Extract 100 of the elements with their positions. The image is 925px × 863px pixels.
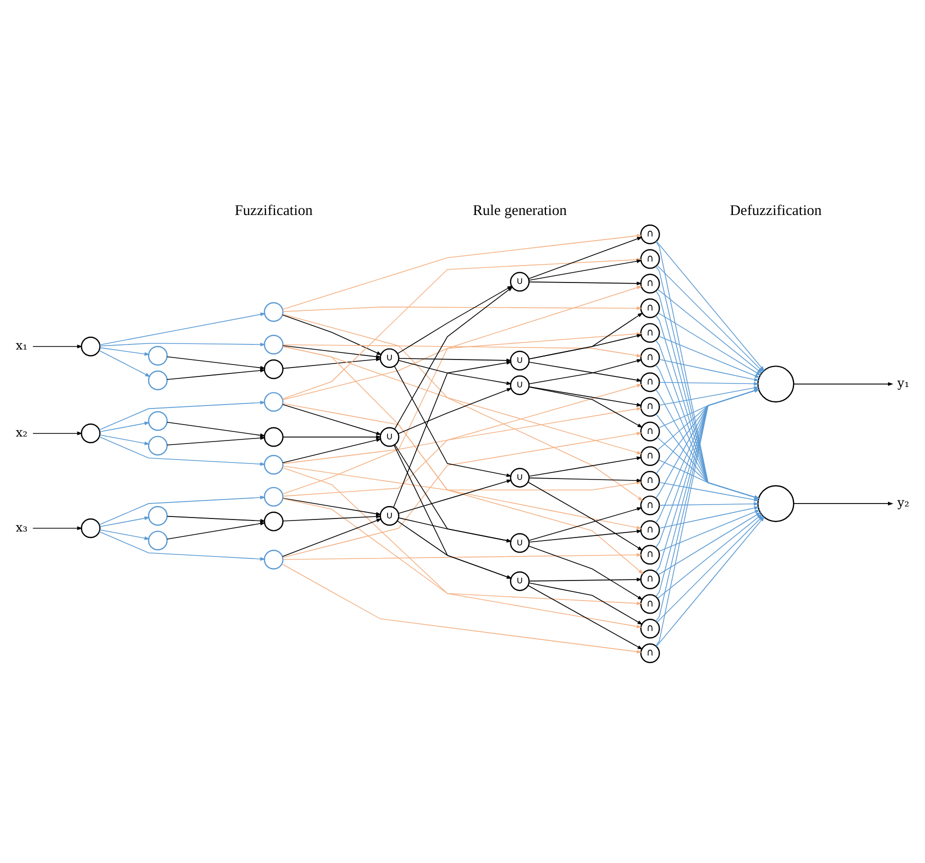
arrow (393, 360, 512, 508)
node-circle: ∪ (510, 533, 530, 553)
node-circle: ∪ (380, 348, 400, 368)
arrow (282, 514, 382, 522)
arrow (528, 456, 642, 477)
node-circle: ∩ (640, 520, 660, 540)
node-circle (264, 392, 284, 412)
arrow (282, 498, 382, 516)
node-circle: ∪ (510, 571, 530, 592)
label: Rule generation (472, 202, 567, 219)
arrow (282, 344, 642, 358)
arrow (658, 482, 760, 502)
arrow (282, 498, 642, 606)
node-circle (148, 346, 168, 366)
arrow (282, 404, 382, 436)
arrow (658, 336, 760, 378)
arrow (166, 436, 266, 446)
node-circle: ∩ (640, 643, 660, 664)
arrow (659, 502, 760, 506)
arrow (166, 516, 266, 523)
node-circle (264, 427, 284, 447)
node-circle (148, 370, 168, 390)
node-circle: ∩ (640, 298, 660, 318)
arrow (658, 510, 760, 552)
arrow (32, 344, 82, 348)
arrow (394, 366, 512, 478)
node-circle: ∩ (640, 446, 660, 466)
node-circle (264, 302, 284, 322)
node-circle (148, 506, 168, 526)
node-circle (148, 411, 168, 431)
node-circle: ∩ (640, 274, 660, 294)
arrow (282, 435, 382, 439)
arrow (98, 436, 266, 466)
arrow (398, 480, 512, 514)
node-circle: ∩ (640, 372, 660, 392)
node-circle (148, 436, 168, 456)
arrow (166, 522, 266, 540)
arrow (282, 407, 642, 464)
arrow (655, 364, 760, 499)
arrow (98, 531, 266, 561)
arrow (282, 518, 382, 557)
arrow (282, 564, 642, 654)
node-circle: ∪ (380, 506, 400, 526)
node-circle (264, 454, 284, 475)
arrow (658, 359, 760, 382)
arrow (658, 506, 760, 529)
node-circle: ∩ (640, 397, 660, 417)
arrow (658, 386, 760, 406)
arrow (528, 546, 644, 600)
node-circle: ∩ (640, 348, 660, 368)
arrow (658, 312, 762, 376)
node-circle (80, 336, 101, 356)
node-circle: ∪ (510, 272, 530, 292)
arrow (98, 496, 266, 526)
arrow (99, 312, 266, 346)
label: Defuzzification (730, 202, 822, 219)
arrow (528, 478, 642, 482)
arrow (282, 553, 642, 560)
arrow (282, 345, 382, 359)
arrow (282, 358, 382, 369)
node-circle: ∩ (640, 422, 660, 442)
arrow (166, 368, 266, 380)
arrow (100, 434, 150, 446)
node-circle (264, 512, 284, 532)
node-circle (264, 359, 284, 380)
arrow (528, 259, 642, 281)
arrow (166, 356, 266, 370)
node-circle: ∩ (640, 323, 660, 343)
arrow (528, 582, 643, 625)
arrow (657, 288, 762, 374)
arrow (658, 388, 760, 428)
node-text: x₂ (16, 425, 28, 440)
arrow (282, 346, 642, 454)
node-circle (264, 550, 284, 570)
arrow (528, 386, 642, 407)
node-circle: ∩ (640, 570, 660, 590)
arrow (793, 502, 894, 506)
arrow (100, 342, 266, 346)
node-circle: ∪ (510, 468, 530, 488)
arrow (659, 382, 760, 386)
arrow (528, 386, 643, 428)
arrow (528, 530, 642, 543)
arrow (166, 422, 266, 438)
arrow (528, 334, 642, 360)
arrow (793, 382, 894, 386)
arrow (100, 347, 150, 356)
node-circle (148, 530, 168, 550)
node-text: x₁ (16, 338, 28, 353)
node-circle: ∪ (510, 375, 530, 396)
arrow (100, 422, 150, 432)
arrow (282, 306, 642, 312)
arrow (98, 400, 266, 430)
node-circle (264, 486, 284, 507)
node-circle: ∩ (640, 249, 660, 269)
node-circle: ∪ (380, 427, 400, 447)
arrow (398, 388, 512, 434)
arrow (396, 520, 512, 579)
node-circle: ∪ (510, 350, 530, 370)
node-circle: ∩ (640, 496, 660, 516)
arrow (100, 529, 150, 540)
